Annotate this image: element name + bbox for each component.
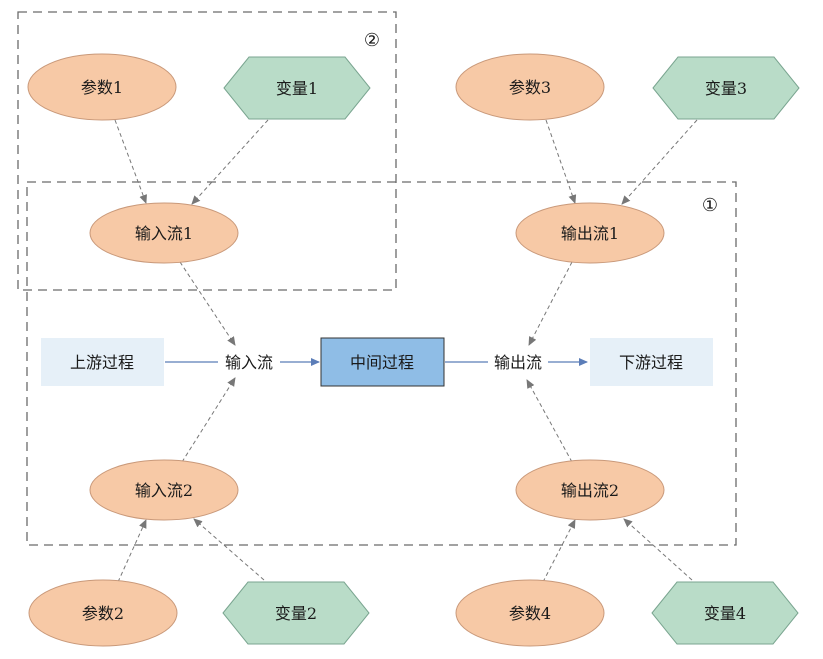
variable-1-label: 变量1 bbox=[276, 79, 318, 98]
downstream-process: 下游过程 bbox=[590, 338, 713, 386]
middle-process: 中间过程 bbox=[320, 337, 445, 387]
param-node-1: 参数1 bbox=[27, 53, 177, 121]
arrow-input1-to-input bbox=[179, 261, 236, 346]
variable-4-shape bbox=[651, 581, 799, 645]
output-stream-1-shape bbox=[515, 202, 665, 264]
arrow-var3-to-output1 bbox=[621, 119, 698, 205]
output-stream-1-label: 输出流1 bbox=[561, 224, 619, 243]
input-stream-1-shape bbox=[89, 202, 239, 264]
param-2-label: 参数2 bbox=[82, 604, 124, 623]
arrow-var1-to-input1 bbox=[191, 119, 269, 205]
variable-2-label: 变量2 bbox=[275, 604, 317, 623]
output-flow-label: 输出流 bbox=[494, 353, 542, 372]
param-4-label: 参数4 bbox=[509, 604, 551, 623]
param-3-shape bbox=[455, 53, 605, 121]
arrow-output2-to-output bbox=[526, 379, 573, 463]
param-node-4: 参数4 bbox=[455, 579, 605, 647]
arrow-var2-to-input2 bbox=[193, 518, 265, 581]
param-node-3: 参数3 bbox=[455, 53, 605, 121]
input-stream-1-label: 输入流1 bbox=[135, 224, 193, 243]
middle-process-box bbox=[320, 337, 445, 387]
frame-2-marker: ② bbox=[364, 30, 380, 51]
arrow-param3-to-output1 bbox=[545, 119, 577, 204]
downstream-process-label: 下游过程 bbox=[619, 353, 683, 372]
upstream-process: 上游过程 bbox=[41, 338, 164, 386]
variable-4-label: 变量4 bbox=[704, 604, 746, 623]
param-1-label: 参数1 bbox=[81, 78, 123, 97]
output-stream-node-1: 输出流1 bbox=[515, 202, 665, 264]
variable-2-shape bbox=[222, 581, 370, 645]
variable-1-shape bbox=[223, 56, 371, 120]
variable-node-3: 变量3 bbox=[652, 56, 800, 120]
arrow-param1-to-input1 bbox=[114, 119, 147, 204]
arrow-input2-to-input bbox=[181, 377, 236, 463]
param-1-shape bbox=[27, 53, 177, 121]
frame-1 bbox=[26, 181, 737, 546]
input-flow-label: 输入流 bbox=[225, 353, 273, 372]
input-stream-2-label: 输入流2 bbox=[135, 481, 193, 500]
variable-node-4: 变量4 bbox=[651, 581, 799, 645]
downstream-process-box bbox=[590, 338, 713, 386]
arrow-var4-to-output2 bbox=[623, 518, 693, 581]
param-node-2: 参数2 bbox=[28, 579, 178, 647]
input-stream-node-2: 输入流2 bbox=[89, 459, 239, 521]
input-stream-node-1: 输入流1 bbox=[89, 202, 239, 264]
arrow-param2-to-input2 bbox=[117, 519, 147, 583]
frame-1-marker: ① bbox=[702, 195, 718, 216]
middle-process-label: 中间过程 bbox=[350, 353, 414, 372]
variable-3-shape bbox=[652, 56, 800, 120]
variable-node-1: 变量1 bbox=[223, 56, 371, 120]
output-stream-2-shape bbox=[515, 459, 665, 521]
arrow-output1-to-output bbox=[528, 261, 573, 346]
variable-3-label: 变量3 bbox=[705, 79, 747, 98]
upstream-process-box bbox=[41, 338, 164, 386]
upstream-process-label: 上游过程 bbox=[70, 353, 134, 372]
arrow-param4-to-output2 bbox=[542, 519, 576, 583]
param-3-label: 参数3 bbox=[509, 78, 551, 97]
param-2-shape bbox=[28, 579, 178, 647]
variable-node-2: 变量2 bbox=[222, 581, 370, 645]
output-stream-node-2: 输出流2 bbox=[515, 459, 665, 521]
param-4-shape bbox=[455, 579, 605, 647]
input-stream-2-shape bbox=[89, 459, 239, 521]
output-stream-2-label: 输出流2 bbox=[561, 481, 619, 500]
frame-2 bbox=[17, 11, 397, 291]
